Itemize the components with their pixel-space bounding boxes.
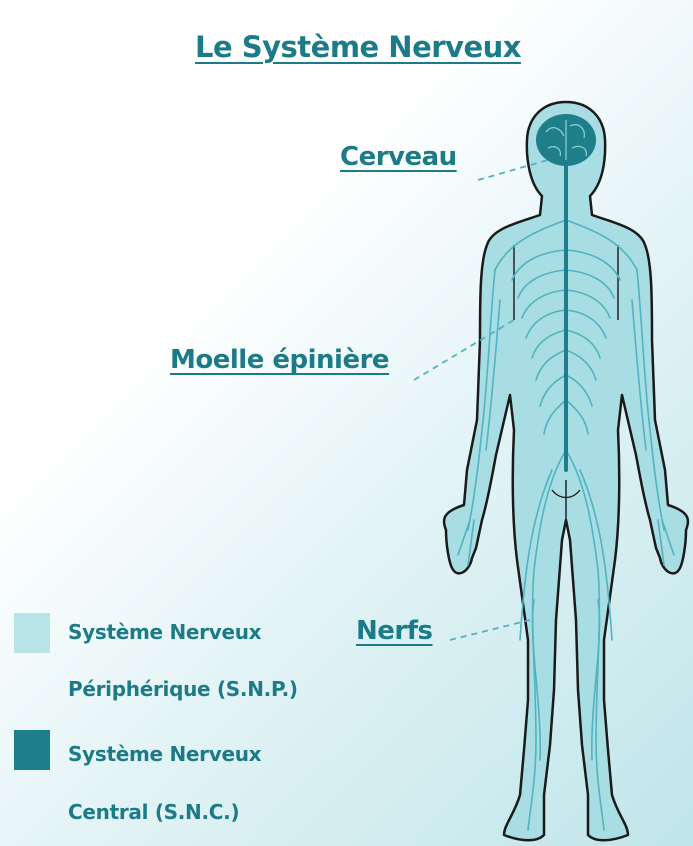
legend-snp-line2: Périphérique (S.N.P.) — [68, 677, 298, 701]
leader-nerfs — [450, 620, 530, 640]
legend-snc-line1: Système Nerveux — [68, 742, 261, 766]
legend-swatch-snc — [14, 730, 50, 770]
legend-snc-line2: Central (S.N.C.) — [68, 800, 239, 824]
label-cerveau: Cerveau — [340, 142, 457, 172]
label-moelle-epiniere: Moelle épinière — [170, 345, 389, 375]
label-nerfs: Nerfs — [356, 616, 433, 646]
legend-swatch-snp — [14, 613, 50, 653]
legend-snp-line1: Système Nerveux — [68, 620, 261, 644]
